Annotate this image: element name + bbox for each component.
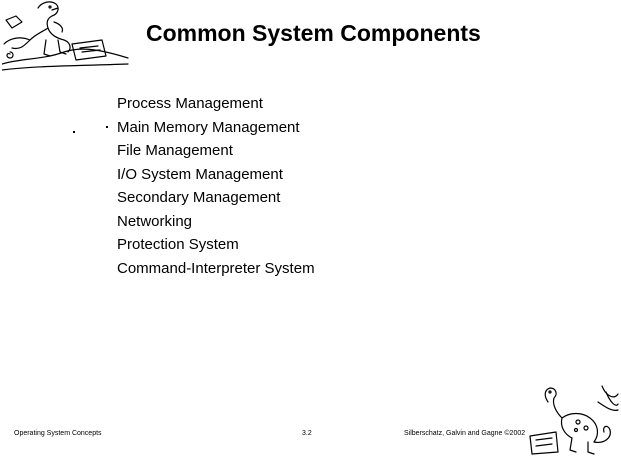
- footer-course: Operating System Concepts: [14, 430, 102, 437]
- component-list: Process Management Main Memory Managemen…: [117, 92, 315, 280]
- dinosaur-logo-icon: [2, 1, 129, 71]
- stray-mark: [106, 126, 108, 128]
- footer-page-number: 3.2: [302, 430, 312, 437]
- list-item: Secondary Management: [117, 189, 281, 206]
- list-item: File Management: [117, 142, 233, 159]
- list-item: Command-Interpreter System: [117, 259, 315, 277]
- slide-title: Common System Components: [146, 20, 481, 46]
- dinosaur-logo-icon: [529, 385, 619, 455]
- stray-mark: [73, 131, 75, 133]
- list-item: Process Management: [117, 95, 263, 112]
- list-item: Main Memory Management: [117, 118, 300, 136]
- list-item: Protection System: [117, 236, 239, 253]
- list-item: Networking: [117, 212, 193, 230]
- list-item: I/O System Management: [117, 165, 283, 183]
- footer-credits: Silberschatz, Galvin and Gagne ©2002: [404, 430, 526, 437]
